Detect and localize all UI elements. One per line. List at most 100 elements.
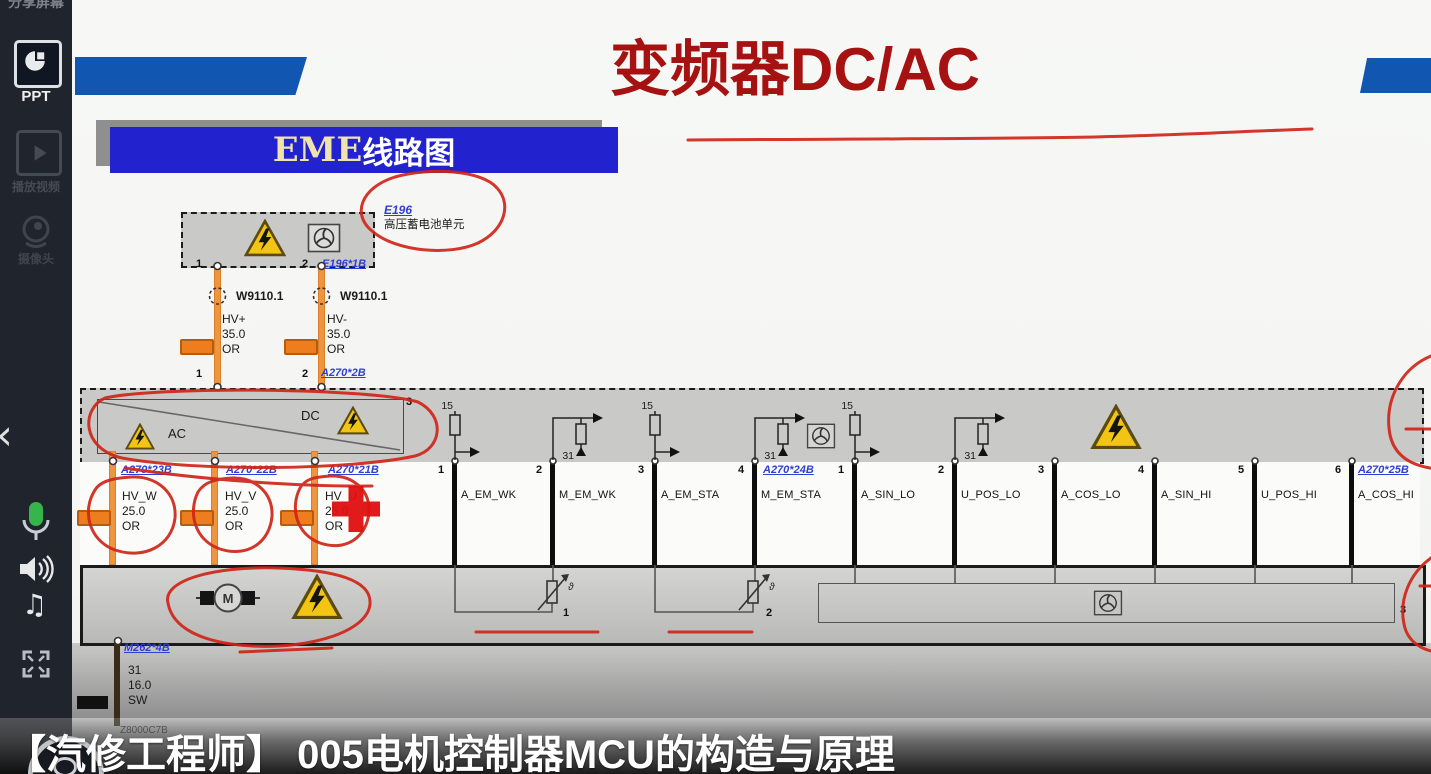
camera-label: 摄像头 [17, 252, 54, 266]
splice-symbol [280, 510, 314, 526]
signal-label: A_SIN_HI [1161, 489, 1212, 501]
page-title-cn: 变频器 [610, 35, 790, 105]
warning-triangle-icon [243, 219, 287, 257]
hv-minus-size: 35.0 [327, 327, 351, 341]
ground-circuit: 31 [128, 663, 142, 677]
signal-wire [452, 462, 457, 567]
page-title-en: DC/AC [790, 36, 980, 103]
hv-u-size: 25.0 [325, 504, 349, 518]
signal-wire [1152, 462, 1157, 567]
camera-icon [22, 215, 50, 248]
camera-button[interactable] [17, 212, 55, 250]
video-title: 【汽修工程师】 005电机控制器MCU的构造与原理 [6, 733, 895, 774]
signal-wire [550, 462, 555, 567]
signal-label: A_EM_WK [461, 489, 517, 501]
presentation-slide: 变频器DC/AC EME 线路图 E196 高压蓄电池单元 1 2 E196*1… [72, 0, 1431, 774]
splice-label-2: W9110.1 [340, 289, 388, 303]
signal-pin: 2 [938, 464, 945, 476]
dc-label: DC [301, 408, 320, 423]
signal-label: M_EM_STA [761, 489, 822, 501]
inverter-box-number: 3 [406, 396, 413, 408]
banner-eme-text: EME [272, 130, 363, 170]
music-button[interactable]: ♫ [22, 588, 48, 621]
thermistor-1-number: 1 [563, 607, 570, 619]
splice-label-1: W9110.1 [236, 289, 284, 303]
battery-pin-2: 2 [302, 258, 309, 270]
microphone-button[interactable] [20, 500, 52, 544]
battery-code-link[interactable]: E196 [384, 203, 413, 217]
microphone-icon [22, 502, 50, 540]
collapse-chevron[interactable]: ‹ [0, 410, 13, 459]
slide-lower-gradient [72, 643, 1431, 718]
hv-plus-size: 35.0 [222, 327, 246, 341]
ppt-label: PPT [21, 88, 51, 105]
signal-label: A_COS_LO [1061, 489, 1121, 501]
hv-minus-wire [318, 267, 325, 399]
signal-label: M_EM_WK [559, 489, 617, 501]
hv-connector-w-link[interactable]: A270*23B [121, 464, 172, 476]
inverter-pin-1: 1 [196, 368, 203, 380]
signal-label: A_SIN_LO [861, 489, 916, 501]
ground-splice-symbol [77, 696, 108, 709]
splice-symbol [284, 339, 318, 355]
hv-u-signal: HV_U [325, 489, 358, 503]
fullscreen-button[interactable] [20, 648, 52, 680]
page-title: 变频器DC/AC [610, 36, 980, 104]
hv-v-signal: HV_V [225, 489, 257, 503]
hv-u-color: OR [325, 519, 343, 533]
hv-connector-v-link[interactable]: A270*22B [226, 464, 277, 476]
battery-connector-top-link[interactable]: E196*1B [322, 258, 367, 270]
blue-bar-left [75, 57, 307, 95]
signal-label: A_EM_STA [661, 489, 720, 501]
thermistor-2-number: 2 [766, 607, 773, 619]
signal-wire [952, 462, 957, 567]
motor-connector-link[interactable]: M262*4B [124, 642, 170, 654]
play-video-label: 播放视频 [11, 180, 60, 194]
signal-pin: 1 [838, 464, 845, 476]
battery-pin-1: 1 [196, 258, 203, 270]
warning-triangle-icon [1090, 404, 1142, 450]
connector-a270-24b-link[interactable]: A270*24B [763, 464, 814, 476]
splice-symbol [180, 339, 214, 355]
signal-wire [752, 462, 757, 567]
hv-v-wire [211, 451, 218, 565]
signal-pin: 3 [638, 464, 645, 476]
hv-w-wire [109, 451, 116, 565]
signal-pin: 1 [438, 464, 445, 476]
hv-u-wire [311, 451, 318, 565]
hv-connector-u-link[interactable]: A270*21B [328, 464, 379, 476]
hv-w-color: OR [122, 519, 140, 533]
ac-label: AC [168, 426, 187, 441]
warning-triangle-icon [291, 574, 343, 620]
hv-plus-wire [214, 267, 221, 399]
ground-wire [114, 641, 120, 726]
signal-pin: 4 [738, 464, 745, 476]
signal-label: A_COS_HI [1358, 489, 1415, 501]
signal-pin: 6 [1335, 464, 1342, 476]
fullscreen-icon [22, 650, 50, 678]
connector-a270-25b-link[interactable]: A270*25B [1358, 464, 1409, 476]
ground-color: SW [128, 693, 148, 707]
banner-cn-text: 线路图 [362, 135, 456, 172]
signal-label: U_POS_HI [1261, 489, 1318, 501]
speaker-button[interactable] [18, 554, 54, 584]
ppt-button[interactable] [14, 40, 62, 88]
hv-minus-signal: HV- [327, 312, 348, 326]
resolver-box [818, 583, 1395, 623]
hv-v-size: 25.0 [225, 504, 249, 518]
inverter-pin-2: 2 [302, 368, 309, 380]
play-video-button[interactable] [16, 130, 62, 176]
signal-wire [1252, 462, 1257, 567]
hv-minus-color: OR [327, 342, 345, 356]
play-icon [34, 145, 47, 161]
warning-triangle-icon [124, 423, 156, 450]
hv-plus-color: OR [222, 342, 240, 356]
share-screen-label[interactable]: 分享屏幕 [8, 0, 64, 10]
inverter-dc-connector-link[interactable]: A270*2B [321, 367, 366, 379]
toolbar-sidebar: 分享屏幕 PPT 播放视频 摄像头 ‹ [0, 0, 72, 774]
ground-size: 16.0 [128, 678, 152, 692]
eme-banner: EME 线路图 [110, 127, 618, 173]
blue-bar-right [1360, 58, 1431, 93]
warning-triangle-icon [336, 406, 370, 435]
